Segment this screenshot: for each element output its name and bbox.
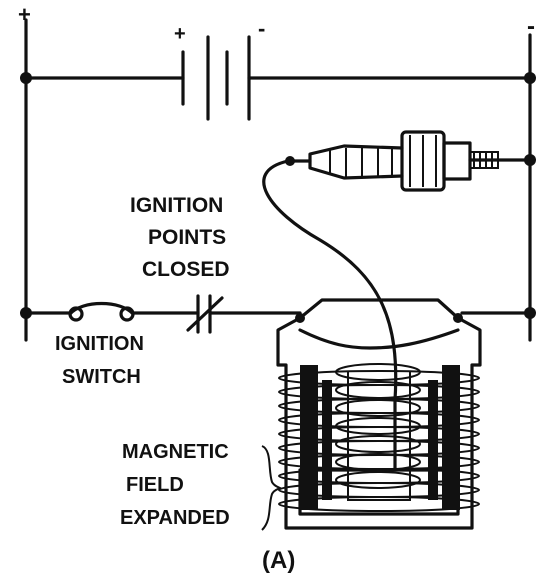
high-tension-lead	[262, 159, 398, 472]
battery-plus-sign: +	[174, 23, 186, 45]
svg-text:CLOSED: CLOSED	[142, 258, 230, 281]
magnetic-field-brace	[261, 445, 283, 531]
svg-text:MAGNETIC: MAGNETIC	[122, 441, 229, 463]
svg-text:IGNITION: IGNITION	[130, 194, 223, 217]
svg-text:POINTS: POINTS	[148, 226, 226, 249]
left-plus-sign: +	[18, 2, 31, 27]
junction-dot-bottom-left	[20, 307, 32, 319]
svg-text:FIELD: FIELD	[126, 474, 184, 496]
svg-text:IGNITION: IGNITION	[55, 333, 144, 355]
ignition-points-label: IGNITION POINTS CLOSED	[130, 194, 230, 281]
junction-dot-bottom-right	[524, 307, 536, 319]
magnetic-field-label: MAGNETIC FIELD EXPANDED	[120, 441, 230, 529]
ignition-switch-label: IGNITION SWITCH	[55, 333, 144, 388]
junction-dot-top-left	[20, 72, 32, 84]
battery: + -	[24, 16, 532, 121]
spark-plug	[285, 130, 536, 192]
coil-windings	[278, 363, 480, 512]
ignition-switch-symbol	[68, 302, 135, 322]
battery-minus-sign: -	[258, 16, 265, 41]
junction-dot-top-right	[524, 72, 536, 84]
svg-text:SWITCH: SWITCH	[62, 366, 141, 388]
svg-text:EXPANDED: EXPANDED	[120, 507, 230, 529]
figure-caption: (A)	[262, 547, 295, 574]
right-minus-sign: -	[527, 13, 535, 40]
